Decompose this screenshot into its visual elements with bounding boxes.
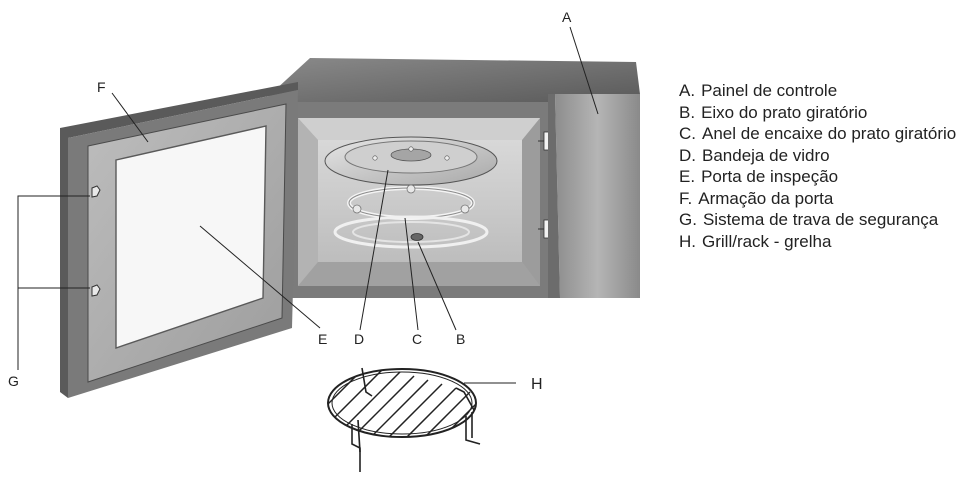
legend-item: C. Anel de encaixe do prato giratório [679,123,961,145]
callout-f: F [97,79,106,95]
grill-rack [327,367,481,472]
legend-text: Eixo do prato giratório [701,102,868,122]
microwave-door [60,82,298,398]
legend-text: Grill/rack - grelha [702,231,832,251]
callout-g: G [8,373,19,389]
legend-item: H. Grill/rack - grelha [679,231,961,253]
legend-text: Sistema de trava de segurança [702,210,939,229]
legend-letter: H. [679,231,696,251]
legend-item: F.Armação da porta [679,188,961,210]
legend-letter: G. [679,210,697,229]
legend-letter: E. [679,167,696,186]
turntable-shaft [410,233,424,241]
legend-letter: D. [679,145,696,165]
cavity-floor-rings [333,215,489,249]
callout-d: D [354,331,364,347]
legend-item: D. Bandeja de vidro [679,145,961,167]
callout-a: A [562,9,572,25]
glass-tray [324,136,498,186]
callout-e: E [318,331,327,347]
legend-item: G. Sistema de trava de segurança [679,209,961,231]
legend-item: E. Porta de inspeção [679,166,961,188]
legend-item: A. Painel de controle [679,80,961,102]
legend-text: Porta de inspeção [701,167,839,186]
control-panel [548,94,640,298]
leader-lines [17,26,599,384]
legend-text: Bandeja de vidro [702,145,830,165]
legend-text: Armação da porta [698,188,834,208]
legend-text: Painel de controle [701,81,838,100]
legend-letter: A. [679,81,696,100]
legend-text: Anel de encaixe do prato giratório [702,124,957,143]
callout-c: C [412,331,422,347]
legend-letter: C. [679,124,696,143]
callout-letters: A B C D E F G H [8,9,572,393]
legend-item: B.Eixo do prato giratório [679,102,961,124]
legend-letter: F. [679,188,693,208]
callout-h: H [531,376,543,393]
callout-b: B [456,331,465,347]
legend-letter: B. [679,102,696,122]
